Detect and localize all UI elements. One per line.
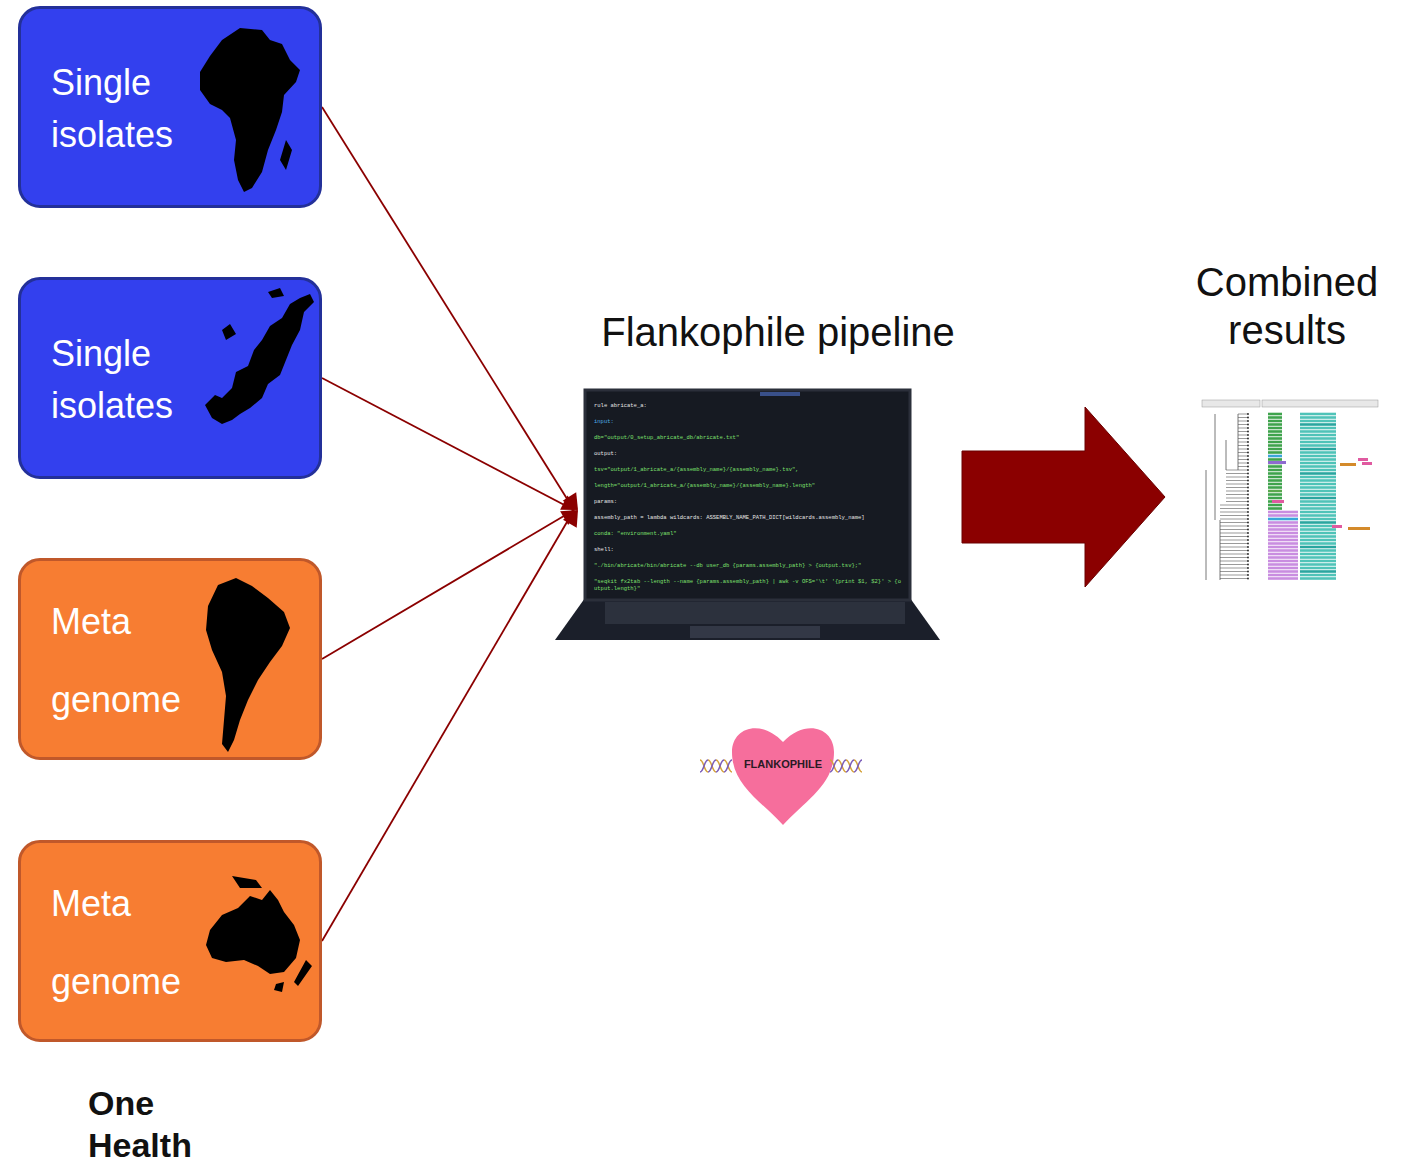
flow-arrow — [322, 378, 578, 510]
code-line: rule abricate_a: — [594, 402, 904, 409]
code-line: output: — [594, 450, 904, 457]
box-label: Meta genome — [51, 865, 201, 1021]
input-box: Meta genome — [18, 558, 322, 760]
laptop-base — [555, 598, 940, 640]
flow-arrow — [322, 510, 578, 941]
code-line: input: — [594, 418, 904, 425]
flow-arrow — [322, 510, 578, 659]
screen-tab — [760, 392, 800, 396]
code-line: params: — [594, 498, 904, 505]
code-line: "seqkit fx2tab --length --name {params.a… — [594, 578, 904, 592]
tree-header — [1262, 400, 1378, 407]
code-line: tsv="output/1_abricate_a/{assembly_name}… — [594, 466, 904, 473]
input-box: Meta genome — [18, 840, 322, 1042]
results-title: Combined results — [1165, 258, 1409, 354]
flow-arrow — [322, 107, 578, 510]
flow-arrow — [962, 407, 1165, 587]
box-label: Meta genome — [51, 583, 201, 739]
pipeline-node: Flankophile pipeline — [578, 300, 970, 650]
code-line: shell: — [594, 546, 904, 553]
one-health-label: One Health — [88, 1082, 238, 1166]
input-box: Single isolates — [18, 277, 322, 479]
laptop-keyboard — [605, 602, 905, 624]
box-label: Single isolates — [51, 328, 201, 432]
code-line: "./bin/abricate/bin/abricate --db user_d… — [594, 562, 904, 569]
logo-text: FLANKOPHILE — [733, 758, 833, 770]
code-line: assembly_path = lambda wildcards: ASSEMB… — [594, 514, 904, 521]
laptop-trackpad — [690, 626, 820, 638]
heart-shape — [732, 728, 834, 825]
laptop-screen — [585, 390, 910, 600]
pipeline-title: Flankophile pipeline — [563, 308, 993, 356]
code-line: length="output/1_abricate_a/{assembly_na… — [594, 482, 904, 489]
results-node: Combined results — [1165, 258, 1409, 593]
tree-header — [1202, 400, 1260, 407]
input-box: Single isolates — [18, 6, 322, 208]
code-line: db="output/0_setup_abricate_db/abricate.… — [594, 434, 904, 441]
box-label: Single isolates — [51, 57, 201, 161]
logo-heart: FLANKOPHILE — [733, 748, 833, 784]
code-line: conda: "environment.yaml" — [594, 530, 904, 537]
tree-figure — [1206, 413, 1372, 580]
